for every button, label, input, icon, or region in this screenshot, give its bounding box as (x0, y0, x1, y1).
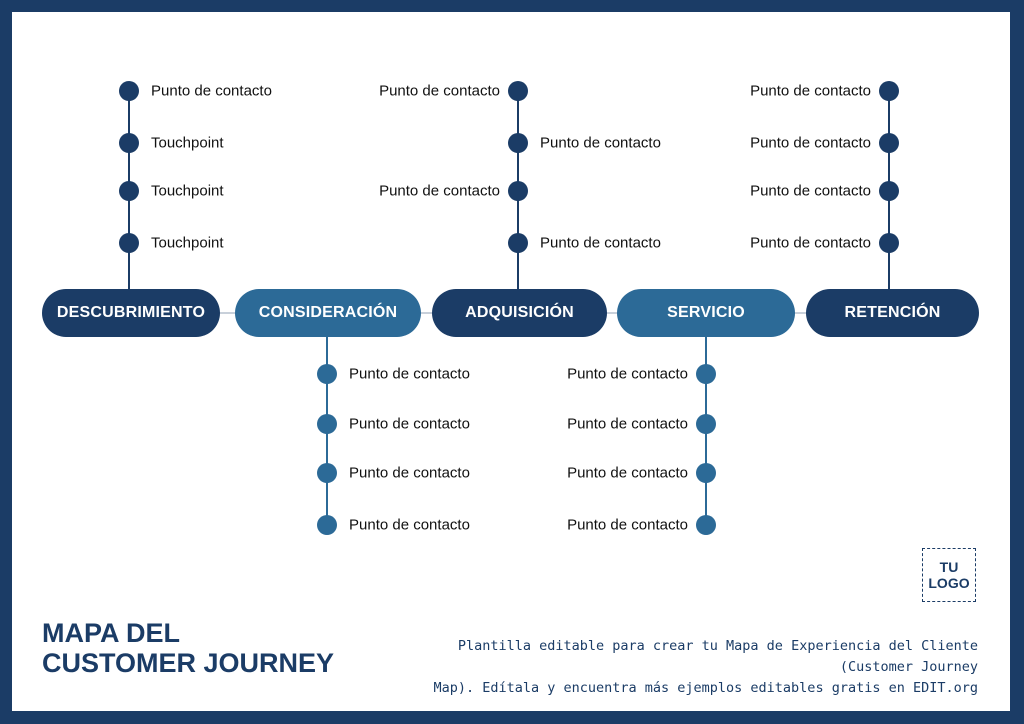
touchpoint-dot (508, 181, 528, 201)
description-line-2: Map). Edítala y encuentra más ejemplos e… (433, 680, 978, 696)
touchpoint-dot (119, 133, 139, 153)
stage-3-pill: ADQUISICIÓN (432, 289, 607, 337)
touchpoint-label: Punto de contacto (349, 415, 470, 433)
touchpoint-dot (696, 364, 716, 384)
touchpoint-label: Punto de contacto (567, 516, 688, 534)
touchpoint-label: Punto de contacto (567, 464, 688, 482)
touchpoint-label: Touchpoint (151, 182, 224, 200)
touchpoint-dot (317, 414, 337, 434)
touchpoint-label: Punto de contacto (540, 234, 661, 252)
touchpoint-dot (696, 414, 716, 434)
touchpoint-label: Punto de contacto (750, 134, 871, 152)
touchpoint-label: Punto de contacto (349, 464, 470, 482)
touchpoint-label: Punto de contacto (567, 415, 688, 433)
logo-placeholder: TU LOGO (922, 548, 976, 602)
touchpoint-dot (317, 463, 337, 483)
touchpoint-dot (696, 463, 716, 483)
stage-4-pill: SERVICIO (617, 289, 795, 337)
touchpoint-label: Touchpoint (151, 234, 224, 252)
touchpoint-dot (119, 181, 139, 201)
touchpoint-dot (508, 81, 528, 101)
touchpoint-dot (879, 233, 899, 253)
touchpoint-dot (119, 81, 139, 101)
description: Plantilla editable para crear tu Mapa de… (378, 636, 978, 699)
touchpoint-dot (879, 81, 899, 101)
touchpoint-dot (119, 233, 139, 253)
touchpoint-dot (696, 515, 716, 535)
touchpoint-dot (508, 133, 528, 153)
touchpoint-dot (317, 364, 337, 384)
touchpoint-label: Touchpoint (151, 134, 224, 152)
touchpoint-label: Punto de contacto (750, 234, 871, 252)
touchpoint-dot (879, 133, 899, 153)
touchpoint-label: Punto de contacto (349, 516, 470, 534)
stage-2-pill: CONSIDERACIÓN (235, 289, 421, 337)
touchpoint-label: Punto de contacto (379, 182, 500, 200)
logo-line-1: TU (939, 559, 959, 575)
touchpoint-label: Punto de contacto (750, 182, 871, 200)
touchpoint-dot (317, 515, 337, 535)
page-title: MAPA DEL CUSTOMER JOURNEY (42, 618, 362, 678)
touchpoint-dot (879, 181, 899, 201)
logo-line-2: LOGO (928, 575, 970, 591)
touchpoint-label: Punto de contacto (540, 134, 661, 152)
touchpoint-label: Punto de contacto (349, 365, 470, 383)
description-line-1: Plantilla editable para crear tu Mapa de… (457, 638, 978, 675)
stage-5-pill: RETENCIÓN (806, 289, 979, 337)
stage-1-pill: DESCUBRIMIENTO (42, 289, 220, 337)
title-line-1: MAPA DEL (42, 618, 180, 648)
touchpoint-dot (508, 233, 528, 253)
touchpoint-label: Punto de contacto (379, 82, 500, 100)
title-line-2: CUSTOMER JOURNEY (42, 648, 335, 678)
touchpoint-label: Punto de contacto (750, 82, 871, 100)
touchpoint-label: Punto de contacto (567, 365, 688, 383)
touchpoint-label: Punto de contacto (151, 82, 272, 100)
